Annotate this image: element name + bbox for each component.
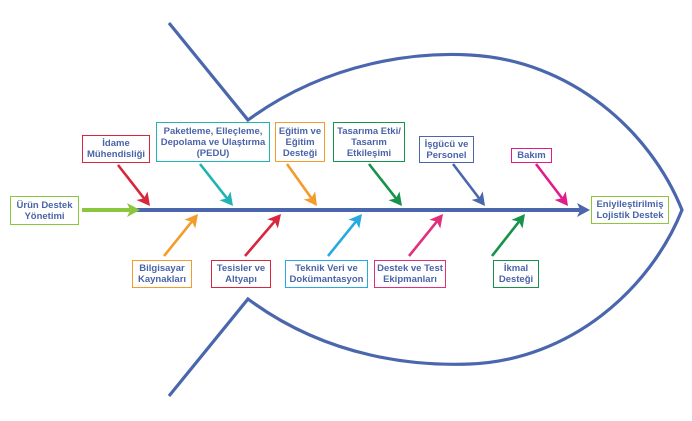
cause-arrow-tasarim-shaft — [367, 163, 397, 200]
cause-label-line: Desteği — [498, 274, 534, 285]
cause-label-line: Altyapı — [225, 274, 257, 285]
cause-label-line: Tasarıma Etki/ — [337, 125, 401, 137]
cause-arrow-isgucu-head — [471, 191, 485, 206]
cause-box-egitim-destegi: Eğitim ve Eğitim Desteği — [275, 122, 325, 162]
cause-arrow-ikmal-head — [511, 214, 525, 229]
cause-label-line: Paketleme, Elleçleme, — [163, 125, 263, 137]
cause-arrow-egitim-shaft — [285, 163, 313, 199]
cause-label-line: Bakım — [517, 150, 546, 161]
cause-label-line: Tasarım — [351, 136, 387, 148]
cause-label-line: Bilgisayar — [139, 263, 185, 274]
cause-label-line: (PEDU) — [196, 147, 230, 159]
cause-box-idame-muhendisligi: İdame Mühendisliği — [82, 135, 150, 163]
cause-arrow-ikmal-shaft — [490, 220, 520, 257]
cause-arrow-tasarim-head — [388, 191, 402, 206]
cause-arrow-tesisler-head — [267, 214, 281, 229]
cause-label-line: Dokümantasyon — [289, 274, 364, 285]
cause-label-line: Tesisler ve — [216, 263, 266, 274]
cause-label-line: Mühendisliği — [86, 149, 146, 160]
cause-label-line: İkmal — [503, 263, 529, 274]
cause-arrow-pedu-head — [219, 191, 233, 206]
cause-box-destek-test-ekipmanlari: Destek ve Test Ekipmanları — [374, 260, 446, 288]
cause-label-line: Eğitim ve — [278, 125, 322, 137]
cause-label-line: Kaynakları — [137, 274, 187, 285]
cause-box-pedu: Paketleme, Elleçleme, Depolama ve Ulaştı… — [156, 122, 270, 162]
cause-arrow-teknik-head — [348, 214, 362, 229]
cause-arrow-destek-test-shaft — [407, 220, 438, 257]
cause-box-tesisler-altyapi: Tesisler ve Altyapı — [211, 260, 271, 288]
input-label-line-1: Ürün Destek — [16, 199, 73, 211]
cause-label-line: Desteği — [282, 147, 318, 159]
spine-arrowhead — [560, 203, 590, 217]
cause-arrow-egitim-head — [303, 191, 317, 206]
cause-arrow-bakim-shaft — [534, 163, 564, 200]
cause-label-line: Destek ve Test — [377, 263, 443, 274]
output-box-eniyilestirilmis-lojistik-destek: Eniyileştirilmiş Lojistik Destek — [591, 196, 669, 224]
input-label-line-2: Yönetimi — [24, 210, 65, 222]
cause-box-bakim: Bakım — [511, 148, 552, 163]
cause-label-line: İdame — [102, 138, 130, 149]
input-arrow-head — [127, 203, 140, 217]
cause-label-line: Teknik Veri ve — [295, 263, 358, 274]
cause-arrow-idame-head — [136, 191, 150, 206]
cause-arrow-bilgisayar-head — [184, 214, 198, 229]
cause-arrow-teknik-shaft — [326, 220, 357, 257]
cause-arrow-pedu-shaft — [198, 163, 228, 200]
cause-box-teknik-veri: Teknik Veri ve Dokümantasyon — [285, 260, 368, 288]
cause-box-bilgisayar-kaynaklari: Bilgisayar Kaynakları — [132, 260, 192, 288]
cause-arrow-tesisler-shaft — [244, 220, 276, 257]
cause-box-ikmal-destegi: İkmal Desteği — [493, 260, 539, 288]
cause-arrow-bakim-head — [554, 191, 568, 206]
cause-arrow-isgucu-shaft — [451, 163, 481, 200]
cause-arrow-bilgisayar-shaft — [162, 220, 193, 257]
cause-box-isgucu-personel: İşgücü ve Personel — [419, 136, 474, 163]
input-arrow — [82, 203, 140, 217]
cause-box-tasarima-etki: Tasarıma Etki/ Tasarım Etkileşimi — [333, 122, 405, 162]
input-box-urun-destek-yonetimi: Ürün Destek Yönetimi — [10, 196, 79, 225]
output-label-line-1: Eniyileştirilmiş — [596, 199, 664, 210]
output-label-line-2: Lojistik Destek — [596, 210, 664, 221]
spine-arrow-head — [577, 203, 590, 217]
cause-label-line: Ekipmanları — [383, 274, 437, 285]
cause-label-line: Personel — [426, 149, 467, 161]
cause-arrow-idame-shaft — [116, 164, 146, 200]
cause-arrows — [116, 163, 568, 257]
cause-label-line: Eğitim — [285, 136, 315, 148]
cause-label-line: Etkileşimi — [346, 147, 392, 159]
fish-outline — [167, 21, 684, 398]
cause-label-line: Depolama ve Ulaştırma — [160, 136, 266, 148]
cause-arrow-destek-test-head — [429, 214, 443, 229]
cause-label-line: İşgücü ve — [424, 138, 469, 150]
